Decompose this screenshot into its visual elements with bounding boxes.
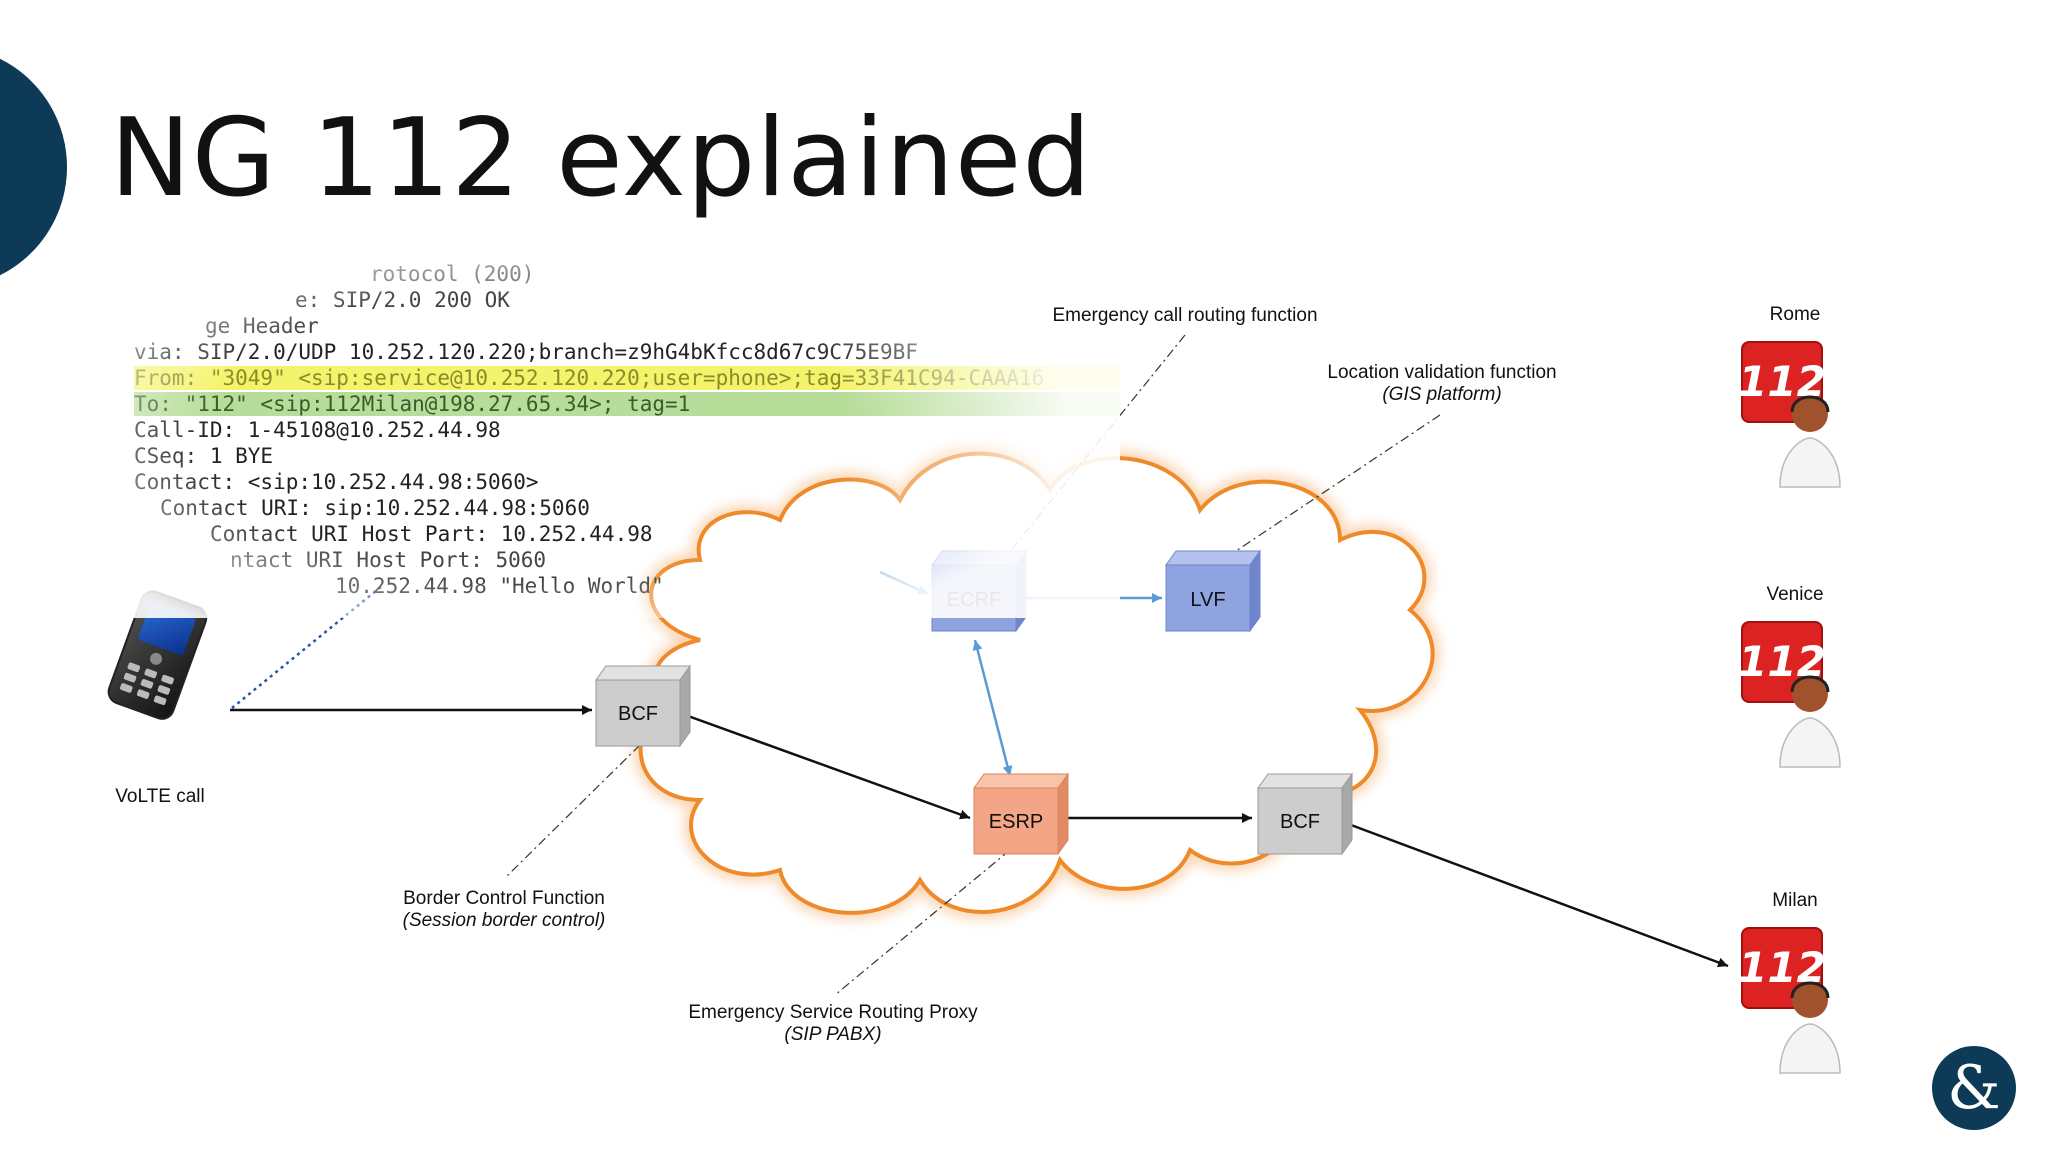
lvf-description: Location validation function (GIS platfo…	[1327, 362, 1556, 406]
esrp-description-title: Emergency Service Routing Proxy	[688, 1002, 978, 1023]
bcf-leader-line	[504, 744, 641, 879]
sip-line: e: SIP/2.0 200 OK	[295, 288, 510, 312]
sip-line: CSeq: 1 BYE	[134, 444, 274, 468]
call-flow-arrows	[230, 705, 1729, 968]
esrp-label: ESRP	[989, 811, 1043, 833]
node-esrp	[973, 772, 1069, 856]
psap-venice-label: Venice	[1766, 584, 1824, 605]
sip-line: ge Header	[205, 314, 319, 338]
brand-logo: &	[1932, 1046, 2016, 1130]
slide-title: NG 112 explained	[110, 96, 1092, 221]
bcf-out-label: BCF	[1280, 811, 1320, 833]
psap-rome-label: Rome	[1769, 304, 1821, 325]
sip-line: Contact URI: sip:10.252.44.98:5060	[160, 496, 590, 520]
bcf-description: Border Control Function (Session border …	[403, 888, 606, 932]
sip-line: rotocol (200)	[370, 262, 535, 286]
node-bcf-out	[1257, 772, 1353, 856]
node-lvf	[1165, 549, 1261, 633]
sip-trace-panel: rotocol (200) e: SIP/2.0 200 OK ge Heade…	[110, 258, 1120, 618]
sip-line: Contact URI Host Part: 10.252.44.98	[210, 522, 653, 546]
psap-milan-label: Milan	[1772, 890, 1818, 911]
bcf-description-subtitle: (Session border control)	[402, 910, 606, 931]
node-bcf-in	[595, 664, 691, 748]
sip-line: 10.252.44.98 "Hello World"	[335, 574, 664, 598]
esrp-description: Emergency Service Routing Proxy (SIP PAB…	[688, 1002, 977, 1046]
sip-line: ntact URI Host Port: 5060	[230, 548, 547, 572]
mobile-phone-icon	[107, 590, 208, 720]
lvf-leader-line	[1214, 414, 1441, 566]
sip-line-to: To: "112" <sip:112Milan@198.27.65.34>; t…	[134, 392, 1120, 416]
lvf-description-title: Location validation function	[1327, 362, 1557, 383]
psap-venice-icon: 112	[1738, 621, 1841, 768]
sip-line: via: SIP/2.0/UDP 10.252.120.220;branch=z…	[134, 340, 918, 364]
arrow-bcf-to-milan	[1342, 820, 1729, 968]
volte-call-label: VoLTE call	[115, 786, 205, 807]
arrow-ecrf-esrp	[972, 639, 1013, 777]
lvf-description-subtitle: (GIS platform)	[1382, 384, 1502, 405]
arrow-bcf-to-esrp	[676, 710, 971, 820]
bcf-description-title: Border Control Function	[403, 888, 605, 909]
sip-line: Call-ID: 1-45108@10.252.44.98	[134, 418, 501, 442]
esrp-description-subtitle: (SIP PABX)	[784, 1024, 882, 1045]
sip-line-from: From: "3049" <sip:service@10.252.120.220…	[134, 366, 1120, 390]
ecrf-description: Emergency call routing function	[1052, 305, 1318, 326]
sip-line: Contact: <sip:10.252.44.98:5060>	[134, 470, 539, 494]
psap-rome-icon: 112	[1738, 341, 1841, 488]
lvf-label: LVF	[1190, 589, 1225, 611]
bcf-in-label: BCF	[618, 703, 658, 725]
psap-milan-icon: 112	[1738, 927, 1841, 1074]
